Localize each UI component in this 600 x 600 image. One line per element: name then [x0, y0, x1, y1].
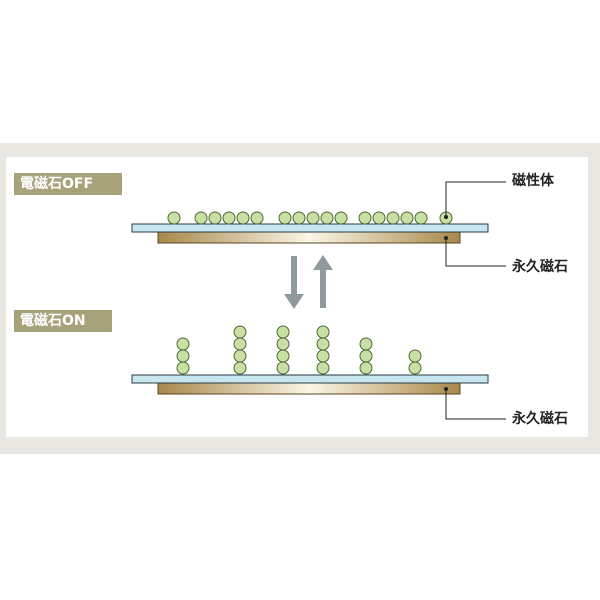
on-spheres — [176, 325, 422, 375]
magnetic-sphere — [292, 211, 306, 225]
stacked-sphere — [276, 325, 290, 339]
magnetic-sphere — [222, 211, 236, 225]
magnetic-sphere — [358, 211, 372, 225]
plate-top — [131, 223, 489, 233]
callout-dot-magnetic — [444, 215, 448, 219]
down-arrow-icon — [284, 256, 304, 309]
stacked-sphere — [408, 361, 422, 375]
magnetic-sphere — [194, 211, 208, 225]
state-off-badge: 電磁石OFF — [14, 173, 122, 195]
magnetic-sphere — [414, 211, 428, 225]
magnetic-sphere — [278, 211, 292, 225]
callout-line-perm1 — [445, 238, 506, 267]
off-assembly — [131, 181, 506, 267]
stacked-sphere — [316, 325, 330, 339]
stacked-sphere — [316, 361, 330, 375]
stacked-sphere — [233, 361, 247, 375]
stacked-sphere — [176, 337, 190, 351]
permanent-magnet-bottom — [157, 382, 461, 395]
magnetic-sphere — [250, 211, 264, 225]
magnetic-sphere — [167, 211, 181, 225]
stacked-sphere — [316, 349, 330, 363]
magnetic-sphere — [400, 211, 414, 225]
permanent-magnet-top — [157, 231, 461, 244]
stacked-sphere — [176, 349, 190, 363]
magnetic-sphere — [320, 211, 334, 225]
permanent-magnet-label-top: 永久磁石 — [512, 259, 568, 275]
callout-dot-perm1 — [444, 236, 448, 240]
up-arrow-icon — [313, 255, 333, 308]
magnetic-sphere — [208, 211, 222, 225]
stacked-sphere — [176, 361, 190, 375]
stacked-sphere — [276, 361, 290, 375]
magnetic-sphere — [334, 211, 348, 225]
stacked-sphere — [359, 349, 373, 363]
callout-dot-perm2 — [444, 387, 448, 391]
permanent-magnet-label-bottom: 永久磁石 — [512, 411, 568, 427]
callout-line-perm2 — [445, 389, 506, 420]
off-spheres — [167, 211, 453, 225]
stacked-sphere — [233, 337, 247, 351]
stacked-sphere — [233, 349, 247, 363]
magnetic-body-label: 磁性体 — [512, 173, 554, 189]
stacked-sphere — [359, 361, 373, 375]
stacked-sphere — [276, 349, 290, 363]
stacked-sphere — [276, 337, 290, 351]
magnetic-sphere — [386, 211, 400, 225]
magnetic-sphere — [306, 211, 320, 225]
stacked-sphere — [408, 349, 422, 363]
plate-bottom — [131, 374, 489, 384]
stacked-sphere — [233, 325, 247, 339]
state-on-badge: 電磁石ON — [14, 310, 112, 332]
magnetic-sphere — [236, 211, 250, 225]
on-assembly — [131, 325, 506, 420]
callout-line-magnetic — [445, 181, 506, 217]
stacked-sphere — [359, 337, 373, 351]
stacked-sphere — [316, 337, 330, 351]
magnetic-sphere — [372, 211, 386, 225]
